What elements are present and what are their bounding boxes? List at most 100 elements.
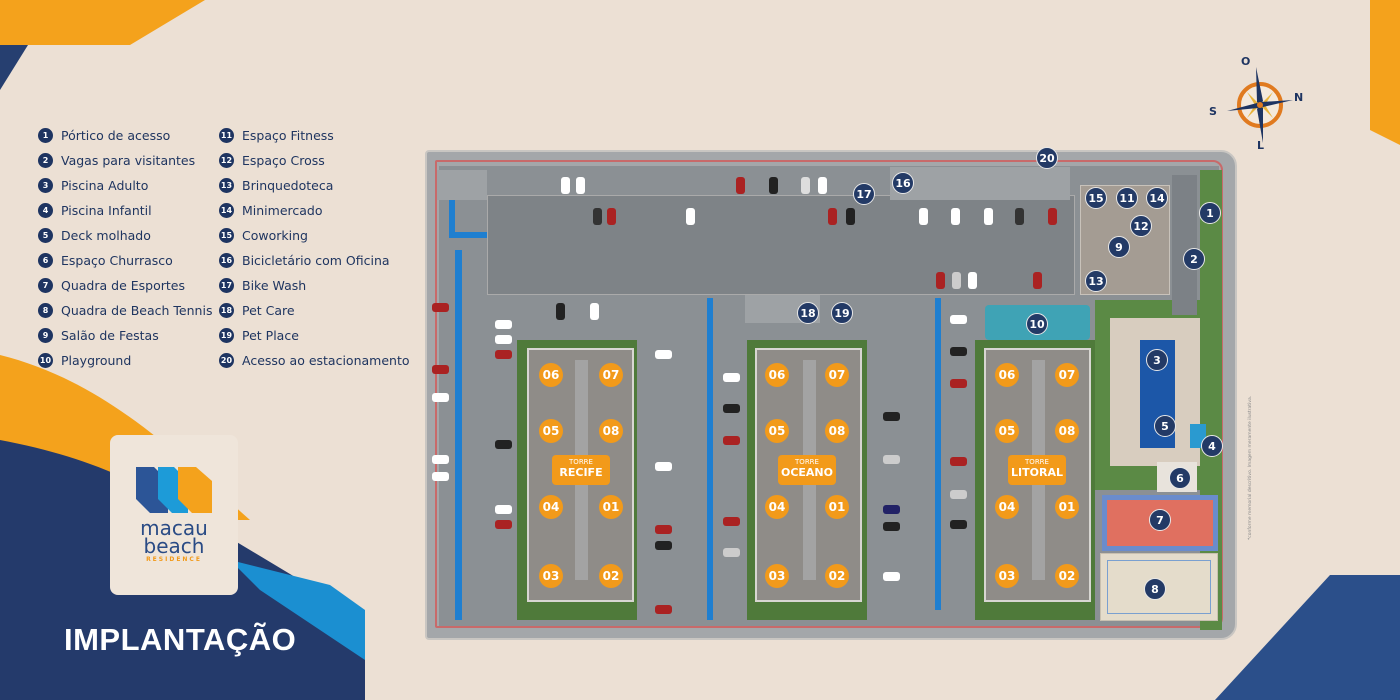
legend-item: 3 Piscina Adulto (38, 178, 148, 193)
amenity-marker-19[interactable]: 19 (831, 302, 853, 324)
unit-marker[interactable]: 05 (539, 419, 563, 443)
amenity-marker-10[interactable]: 10 (1026, 313, 1048, 335)
tower-name: OCEANO (780, 466, 833, 479)
unit-marker[interactable]: 05 (765, 419, 789, 443)
amenity-marker-6[interactable]: 6 (1169, 467, 1191, 489)
legend-number-badge: 15 (219, 228, 234, 243)
amenity-marker-1[interactable]: 1 (1199, 202, 1221, 224)
car (950, 315, 967, 324)
car (655, 605, 672, 614)
legend-label: Piscina Adulto (61, 178, 149, 193)
car (432, 455, 449, 464)
car (607, 208, 616, 225)
unit-marker[interactable]: 08 (825, 419, 849, 443)
amenity-marker-15[interactable]: 15 (1085, 187, 1107, 209)
legend-number-badge: 2 (38, 153, 53, 168)
amenity-marker-8[interactable]: 8 (1144, 578, 1166, 600)
unit-marker[interactable]: 04 (995, 495, 1019, 519)
car (556, 303, 565, 320)
unit-marker[interactable]: 03 (539, 564, 563, 588)
car (950, 347, 967, 356)
unit-marker[interactable]: 01 (1055, 495, 1079, 519)
amenity-marker-11[interactable]: 11 (1116, 187, 1138, 209)
beach-tennis-court (1100, 553, 1218, 621)
unit-marker[interactable]: 02 (599, 564, 623, 588)
compass-label-o: O (1241, 55, 1251, 68)
car (686, 208, 695, 225)
unit-marker[interactable]: 06 (995, 363, 1019, 387)
unit-marker[interactable]: 08 (1055, 419, 1079, 443)
unit-marker[interactable]: 01 (825, 495, 849, 519)
legend-label: Piscina Infantil (61, 203, 152, 218)
unit-marker[interactable]: 03 (765, 564, 789, 588)
amenity-marker-16[interactable]: 16 (892, 172, 914, 194)
disclaimer: *conforme memorial descritivo. Imagem me… (1248, 395, 1253, 540)
legend-number-badge: 3 (38, 178, 53, 193)
unit-marker[interactable]: 07 (825, 363, 849, 387)
unit-marker[interactable]: 08 (599, 419, 623, 443)
legend-number-badge: 18 (219, 303, 234, 318)
amenity-marker-9[interactable]: 9 (1108, 236, 1130, 258)
amenity-marker-3[interactable]: 3 (1146, 349, 1168, 371)
amenity-marker-4[interactable]: 4 (1201, 435, 1223, 457)
legend-label: Vagas para visitantes (61, 153, 196, 168)
amenity-marker-13[interactable]: 13 (1085, 270, 1107, 292)
legend-label: Salão de Festas (61, 328, 159, 343)
amenity-marker-17[interactable]: 17 (853, 183, 875, 205)
car (952, 272, 961, 289)
amenity-marker-12[interactable]: 12 (1130, 215, 1152, 237)
unit-marker[interactable]: 04 (539, 495, 563, 519)
unit-marker[interactable]: 05 (995, 419, 1019, 443)
car (576, 177, 585, 194)
tower-prefix: TORRE (569, 458, 593, 466)
tower-litoral (984, 348, 1091, 602)
amenity-marker-7[interactable]: 7 (1149, 509, 1171, 531)
car (1015, 208, 1024, 225)
legend-number-badge: 10 (38, 353, 53, 368)
unit-marker[interactable]: 01 (599, 495, 623, 519)
car (883, 455, 900, 464)
tower-name: RECIFE (559, 466, 603, 479)
amenity-marker-18[interactable]: 18 (797, 302, 819, 324)
amenity-marker-5[interactable]: 5 (1154, 415, 1176, 437)
legend-number-badge: 16 (219, 253, 234, 268)
car (1048, 208, 1057, 225)
car (883, 412, 900, 421)
logo: macau beach RESIDENCE (110, 435, 238, 595)
unit-marker[interactable]: 07 (599, 363, 623, 387)
car (950, 520, 967, 529)
amenity-marker-2[interactable]: 2 (1183, 248, 1205, 270)
compass: O N S L (1205, 55, 1310, 155)
car (801, 177, 810, 194)
unit-marker[interactable]: 02 (825, 564, 849, 588)
legend-number-badge: 11 (219, 128, 234, 143)
legend-number-badge: 17 (219, 278, 234, 293)
legend-number-badge: 14 (219, 203, 234, 218)
legend-number-badge: 13 (219, 178, 234, 193)
legend-number-badge: 20 (219, 353, 234, 368)
legend-item: 2 Vagas para visitantes (38, 153, 195, 168)
unit-marker[interactable]: 07 (1055, 363, 1079, 387)
legend-number-badge: 7 (38, 278, 53, 293)
car (495, 440, 512, 449)
logo-mark-icon (136, 467, 212, 513)
unit-marker[interactable]: 06 (539, 363, 563, 387)
car (655, 462, 672, 471)
unit-marker[interactable]: 02 (1055, 564, 1079, 588)
amenity-marker-20[interactable]: 20 (1036, 147, 1058, 169)
unit-marker[interactable]: 06 (765, 363, 789, 387)
car (828, 208, 837, 225)
unit-marker[interactable]: 03 (995, 564, 1019, 588)
car (590, 303, 599, 320)
amenity-marker-14[interactable]: 14 (1146, 187, 1168, 209)
unit-marker[interactable]: 04 (765, 495, 789, 519)
legend-label: Deck molhado (61, 228, 151, 243)
